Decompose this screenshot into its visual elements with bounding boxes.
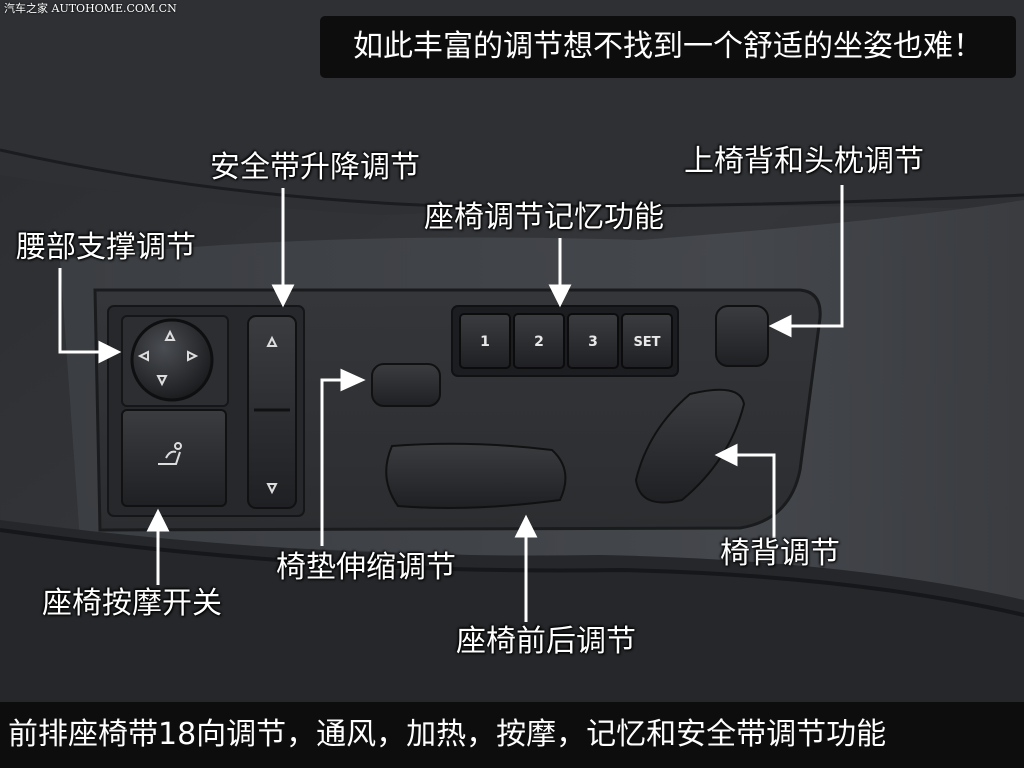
headline-caption: 如此丰富的调节想不找到一个舒适的坐姿也难！ [320, 16, 1016, 78]
memory-button-set[interactable] [621, 313, 673, 369]
upper-back-headrest-switch[interactable] [715, 305, 769, 367]
annotation-arrows [58, 185, 844, 622]
memory-button-label: SET [633, 335, 660, 350]
massage-switch-button[interactable] [121, 409, 227, 507]
seatbelt-height-rocker[interactable] [247, 315, 297, 509]
arrow-up-icon [164, 329, 176, 341]
arrow-left-icon [137, 350, 149, 362]
massage-seat-icon [158, 442, 182, 465]
label-lumbar-support: 腰部支撑调节 [16, 230, 196, 265]
fore-aft-switch[interactable] [385, 442, 567, 509]
label-memory-function: 座椅调节记忆功能 [424, 200, 664, 235]
memory-button-3[interactable] [567, 313, 619, 369]
label-upper-back-headrest: 上椅背和头枕调节 [684, 144, 924, 179]
cushion-extension-switch[interactable] [371, 363, 441, 407]
arrow-down-icon [156, 375, 168, 387]
label-seatbelt-height: 安全带升降调节 [210, 150, 420, 185]
footer-caption: 前排座椅带18向调节，通风，加热，按摩，记忆和安全带调节功能 [0, 702, 1024, 768]
memory-button-label: 2 [534, 334, 544, 350]
label-backrest: 椅背调节 [720, 536, 840, 571]
label-cushion-extension: 椅垫伸缩调节 [276, 550, 456, 585]
arrow-right-icon [187, 350, 199, 362]
memory-button-label: 3 [588, 334, 598, 350]
watermark: 汽车之家 AUTOHOME.COM.CN [4, 2, 177, 15]
backrest-switch[interactable] [634, 388, 746, 504]
memory-button-label: 1 [480, 334, 490, 350]
memory-button-1[interactable] [459, 313, 511, 369]
label-massage-switch: 座椅按摩开关 [42, 586, 222, 621]
memory-button-2[interactable] [513, 313, 565, 369]
label-fore-aft: 座椅前后调节 [456, 624, 636, 659]
